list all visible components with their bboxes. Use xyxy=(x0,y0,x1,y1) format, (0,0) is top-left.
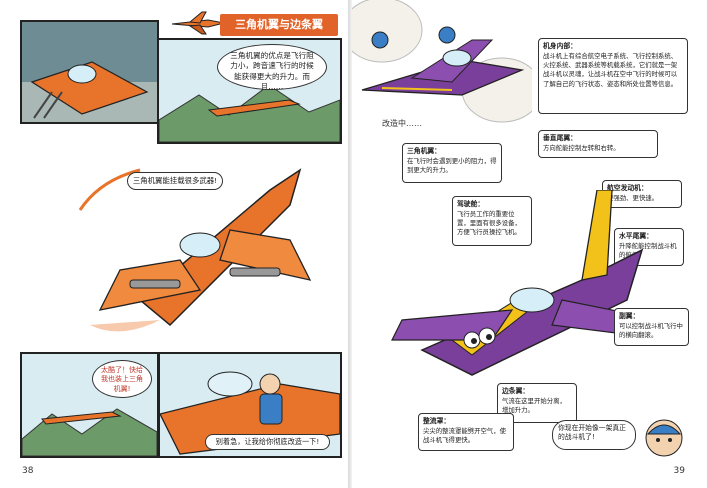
speech-wait: 别着急，让我给你彻底改造一下! xyxy=(205,434,330,450)
label-strake-title: 边条翼： xyxy=(502,387,530,395)
page-number-right: 39 xyxy=(673,466,685,476)
panel-missile: 太酷了！快给我也装上三角机翼! xyxy=(20,352,159,458)
label-vertical-tail: 垂直尾翼： 方向舵能控制左转和右转。 xyxy=(538,130,658,158)
label-aileron-title: 副翼： xyxy=(619,312,640,320)
label-rectifier-text: 尖尖的整流罩能劈开空气，使战斗机飞得更快。 xyxy=(423,426,507,445)
speech-wing-advantage: 三角机翼的优点是飞行阻力小，跨音速飞行的时候能获得更大的升力。而且…… xyxy=(217,44,327,91)
label-engine-text: 更强劲、更快速。 xyxy=(607,193,659,202)
panel-mountains: 三角机翼的优点是飞行阻力小，跨音速飞行的时候能获得更大的升力。而且…… xyxy=(157,38,342,144)
label-cockpit-title: 驾驶舱： xyxy=(457,200,485,208)
label-aileron-text: 可以控制战斗机飞行中的横向翻滚。 xyxy=(619,321,683,340)
label-engine: 航空发动机： 更强劲、更快速。 xyxy=(602,180,682,208)
book-gutter xyxy=(348,0,352,488)
speech-more-weapons: 三角机翼能挂载很多武器! xyxy=(127,172,223,190)
label-delta-wing-text: 在飞行时会遇到更小的阻力，得到更大的升力。 xyxy=(407,156,497,175)
label-horizontal-tail-title: 水平尾翼： xyxy=(619,232,653,240)
label-vertical-tail-title: 垂直尾翼： xyxy=(543,134,577,142)
label-fuselage: 机身内部： 战斗机上有综合航空电子系统、飞行控制系统、火控系统、武器系统等机载系… xyxy=(538,38,688,114)
label-rectifier: 整流罩： 尖尖的整流罩能劈开空气，使战斗机飞得更快。 xyxy=(418,413,514,451)
caption-modifying: 改造中…… xyxy=(382,119,422,128)
page-title: 三角机翼与边条翼 xyxy=(220,14,338,36)
pilot-avatar xyxy=(645,419,683,457)
speech-too-cool: 太酷了！快给我也装上三角机翼! xyxy=(92,360,152,398)
label-strake-text: 气流在这里开始分离，增加升力。 xyxy=(502,396,566,415)
modifying-scene xyxy=(352,0,532,123)
label-engine-title: 航空发动机： xyxy=(607,184,648,192)
label-delta-wing: 三角机翼： 在飞行时会遇到更小的阻力，得到更大的升力。 xyxy=(402,143,502,183)
label-fuselage-text: 战斗机上有综合航空电子系统、飞行控制系统、火控系统、武器系统等机载系统，它们就是… xyxy=(543,51,678,88)
label-rectifier-title: 整流罩： xyxy=(423,417,451,425)
speech-new-plane: 你现在开始像一架真正的战斗机了! xyxy=(552,420,636,450)
label-vertical-tail-text: 方向舵能控制左转和右转。 xyxy=(543,143,620,152)
title-plane-icon xyxy=(171,11,225,35)
panel-hangar xyxy=(20,20,159,124)
label-delta-wing-title: 三角机翼： xyxy=(407,147,441,155)
label-aileron: 副翼： 可以控制战斗机飞行中的横向翻滚。 xyxy=(614,308,689,346)
purple-jet-illustration xyxy=(391,190,674,376)
hangar-scene xyxy=(22,22,157,122)
label-cockpit-text: 飞行员工作的重要位置，里面有很多设备，方便飞行员操控飞机。 xyxy=(457,209,521,237)
label-cockpit: 驾驶舱： 飞行员工作的重要位置，里面有很多设备，方便飞行员操控飞机。 xyxy=(452,196,532,246)
label-fuselage-title: 机身内部： xyxy=(543,42,577,50)
page-number-left: 38 xyxy=(22,466,34,476)
right-page: 改造中…… 机身内部： 战斗机上有综合航空电子系统、飞行控制系统、火控系统、武器… xyxy=(352,0,707,488)
panel-pilot: 别着急，让我给你彻底改造一下! xyxy=(158,352,342,458)
left-page: 三角机翼与边条翼 三角机翼的优点是飞行阻力小，跨音速飞行的时候能获得更大的升力。… xyxy=(0,0,348,488)
mountain-scene xyxy=(159,40,340,142)
